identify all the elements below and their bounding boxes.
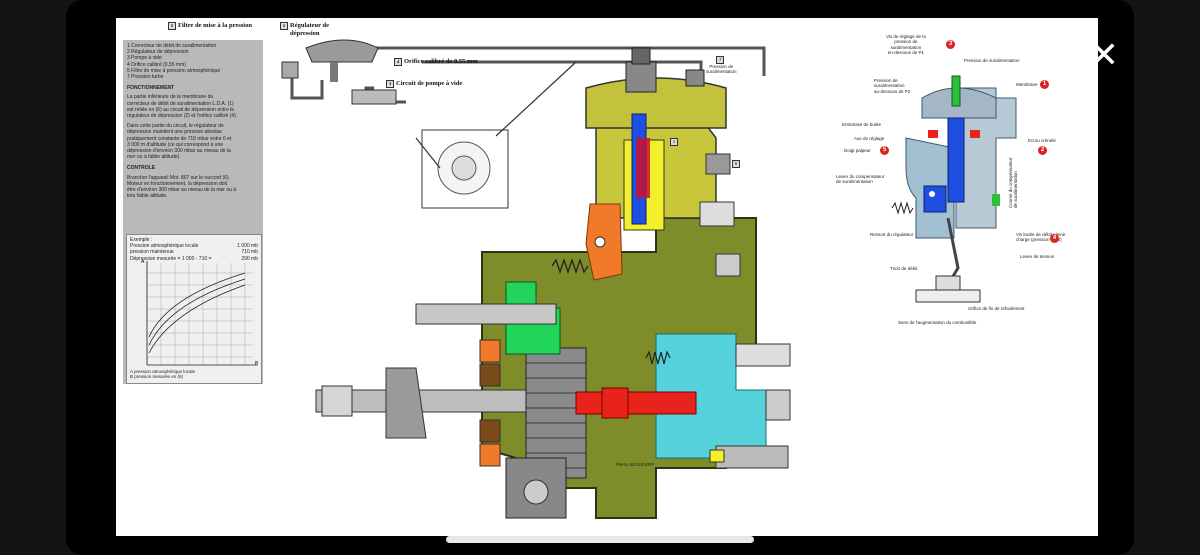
badge-1: 1	[1040, 80, 1049, 89]
fonct-line: mer ou à faible altitude).	[127, 154, 181, 161]
signature: Pierre SEGUIN/RP	[616, 462, 655, 467]
fonct-line: dépression maintient une pression absolu…	[127, 129, 223, 136]
label-sens: Sens de l'augmentation du combustible	[898, 320, 977, 325]
example-key: Pression atmosphérique locale	[130, 243, 199, 250]
example-block: Exemple : Pression atmosphérique locale 1…	[127, 235, 261, 264]
callout-1-box: 1	[670, 138, 680, 146]
label-ressort: Ressort du régulateur	[870, 232, 914, 237]
horizontal-scrollbar[interactable]	[446, 536, 754, 543]
graph-note: A pression atmosphérique locale	[130, 369, 196, 374]
legend-text: 1 Correcteur de débit de suralimentation…	[123, 40, 263, 202]
fonct-line: Dans cette partie du circuit, le régulat…	[127, 123, 224, 130]
label-ecrou: Ecrou crénelé	[1028, 138, 1056, 143]
label-membrane: Membrane	[1016, 82, 1038, 87]
callout-6-box: 6	[732, 160, 742, 168]
label-levier-tension: Levier de tension	[1020, 254, 1055, 259]
graph-axis-a: A	[141, 259, 145, 265]
control-line: Moteur en fonctionnement, la dépression …	[127, 180, 228, 187]
callout-2: 2	[280, 22, 288, 30]
fonct-line: La partie inférieure de la membrane du	[127, 94, 214, 101]
legend-item: 2 Régulateur de dépression	[127, 49, 189, 56]
image-viewer[interactable]: 1 Correcteur de débit de suralimentation…	[116, 18, 1098, 536]
fonct-line: est reliée en (6) au circuit de dépressi…	[127, 106, 235, 113]
legend-item: 5 Filtre de mise à pression atmosphériqu…	[127, 67, 221, 74]
control-line: être d'environ 300 mbar au niveau de la …	[127, 187, 237, 194]
legend-panel: 1 Correcteur de débit de suralimentation…	[123, 40, 263, 384]
label-axe: Axe de réglage	[854, 136, 885, 141]
example-graph-box: Exemple : Pression atmosphérique locale 1…	[126, 234, 262, 384]
legend-item: 3 Pompe à vide	[127, 55, 162, 62]
pump-diagram	[281, 39, 1017, 519]
badge-5: 5	[880, 146, 889, 155]
graph-note: B pression mesurée en (6)	[130, 374, 184, 379]
example-title: Exemple :	[130, 237, 153, 243]
badge-4: 4	[1050, 234, 1059, 243]
fonct-line: régulateur de dépression (2) et l'orific…	[127, 113, 238, 120]
fonct-line: correcteur de débit de suralimentation L…	[127, 100, 234, 107]
callout-4: 4	[394, 58, 402, 66]
label-entretoise: Entretoise de butée	[842, 122, 882, 127]
callout-7: 7	[716, 56, 725, 64]
control-title: CONTROLE	[127, 165, 156, 172]
fonct-title: FONCTIONNEMENT	[127, 85, 175, 92]
pressure-graph	[146, 261, 257, 366]
badge-2: 2	[1038, 146, 1047, 155]
label-tiroir: Tiroir de débit	[890, 266, 918, 271]
close-icon[interactable]: ✕	[1088, 35, 1120, 76]
graph-notes: A pression atmosphérique locale B pressi…	[127, 369, 198, 379]
control-line: très faible altitude.	[127, 193, 168, 200]
badge-3: 3	[946, 40, 955, 49]
callout-3: 3	[386, 80, 394, 88]
example-val: 710 mb	[241, 249, 258, 256]
example-val: 1 000 mb	[237, 243, 258, 250]
graph-axis-b: B	[255, 361, 259, 367]
fonct-line: dépression d'environ 300 mbar au niveau …	[127, 148, 231, 155]
example-key: pression maintenue	[130, 249, 174, 256]
fonct-line: pratiquement constante de 710 mbar entre…	[127, 135, 232, 142]
label-doigt: Doigt palpeur	[844, 148, 871, 153]
legend-item: 4 Orifice calibré (0,55 mm)	[127, 61, 186, 68]
label-pression-sural-right: Pression de suralimentation	[964, 58, 1020, 63]
callout-5: 5	[168, 22, 176, 30]
control-line: Brancher l'appareil Mot. 867 sur le racc…	[127, 174, 230, 181]
example-val: 290 mb	[241, 255, 258, 262]
legend-item: 1 Correcteur de débit de suralimentation	[127, 43, 217, 49]
fonct-line: 3 000 m d'altitude (ce qui correspond à …	[127, 141, 224, 148]
label-orifice-fin: Orifice de fin de refoulement	[968, 306, 1025, 311]
example-key: Dépression mesurée = 1 000 - 710 =	[130, 255, 212, 262]
legend-item: 7 Pression turbo	[127, 74, 164, 81]
